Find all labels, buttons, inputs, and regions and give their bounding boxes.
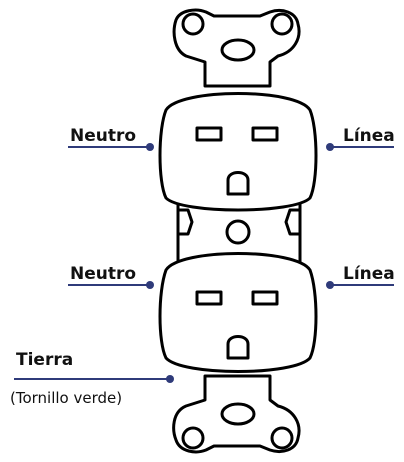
neutral-slot-top [195, 126, 223, 142]
ground-hole-bottom [226, 335, 250, 360]
neutral-top-marker [146, 143, 154, 151]
svg-text:Neutro: Neutro [70, 264, 136, 284]
svg-text:Línea: Línea [343, 264, 395, 284]
svg-text:Neutro: Neutro [70, 126, 136, 146]
ground-marker [166, 375, 174, 383]
line-bottom-marker [326, 281, 334, 289]
top-receptacle [158, 92, 318, 212]
label-neutral-bottom: Neutro [68, 264, 154, 289]
top-mounting-ear [172, 8, 301, 88]
center-screw-hole [225, 219, 251, 245]
ground-hole-top [226, 171, 250, 196]
neutral-bottom-marker [146, 281, 154, 289]
neutral-slot-bottom [195, 290, 223, 306]
bottom-mounting-slot [220, 402, 256, 426]
bottom-receptacle [158, 252, 318, 373]
label-line-top: Línea [326, 126, 395, 151]
right-terminal-screw [284, 208, 302, 236]
bottom-mounting-ear [172, 374, 301, 454]
label-ground: Tierra (Tornillo verde) [10, 350, 174, 407]
svg-text:Tierra: Tierra [16, 350, 73, 370]
top-mounting-slot [220, 38, 256, 62]
svg-text:Línea: Línea [343, 126, 395, 146]
hot-slot-top [251, 126, 279, 142]
label-line-bottom: Línea [326, 264, 395, 289]
label-neutral-top: Neutro [68, 126, 154, 151]
hot-slot-bottom [251, 290, 279, 306]
left-terminal-screw [176, 208, 194, 236]
line-top-marker [326, 143, 334, 151]
svg-text:(Tornillo verde): (Tornillo verde) [10, 389, 122, 407]
